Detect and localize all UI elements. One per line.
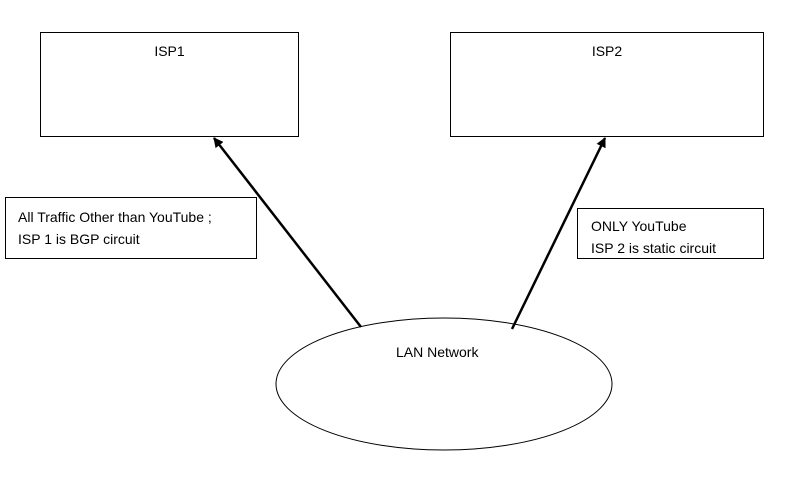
isp2-label: ISP2 bbox=[591, 43, 623, 59]
arrow-lan-to-isp1 bbox=[213, 137, 362, 328]
isp2-node: ISP2 bbox=[450, 32, 764, 137]
arrow-lan-to-isp2 bbox=[510, 137, 607, 330]
isp1-note-line-2: ISP 1 is BGP circuit bbox=[18, 231, 140, 247]
isp1-traffic-note: All Traffic Other than YouTube ; ISP 1 i… bbox=[5, 197, 257, 259]
isp1-note-line-1: All Traffic Other than YouTube ; bbox=[18, 209, 212, 225]
lan-network-label: LAN Network bbox=[396, 344, 479, 360]
isp2-note-line-1: ONLY YouTube bbox=[591, 218, 687, 234]
isp1-label: ISP1 bbox=[154, 43, 185, 59]
isp2-note-line-2: ISP 2 is static circuit bbox=[591, 240, 717, 256]
lan-network-ellipse bbox=[275, 317, 613, 451]
isp2-traffic-note: ONLY YouTube ISP 2 is static circuit bbox=[577, 208, 764, 259]
isp1-node: ISP1 bbox=[40, 32, 299, 137]
